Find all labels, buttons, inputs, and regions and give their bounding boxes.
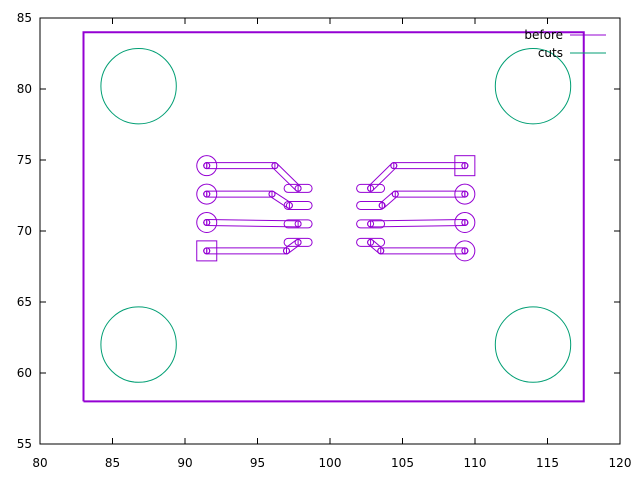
trace — [377, 247, 469, 255]
series-before — [82, 31, 585, 403]
y-tick-label: 65 — [17, 295, 32, 309]
round-pad — [454, 211, 476, 233]
legend-label-before: before — [524, 28, 563, 42]
y-tick-label: 60 — [17, 366, 32, 380]
trace — [391, 190, 469, 198]
round-pad — [196, 211, 218, 233]
smd-pad — [356, 219, 386, 229]
y-tick-label: 80 — [17, 82, 32, 96]
round-pad — [196, 183, 218, 205]
round-pad — [454, 240, 476, 262]
square-pad — [454, 155, 476, 177]
y-tick-label: 75 — [17, 153, 32, 167]
y-tick-label: 85 — [17, 11, 32, 25]
smd-pad — [356, 200, 386, 210]
legend: before cuts — [524, 28, 606, 60]
x-tick-label: 105 — [391, 456, 414, 470]
mounting-hole — [494, 47, 572, 125]
x-tick-label: 95 — [250, 456, 265, 470]
x-tick-label: 100 — [319, 456, 342, 470]
series-cuts — [100, 47, 572, 383]
y-tick-label: 55 — [17, 437, 32, 451]
trace — [367, 162, 398, 192]
x-tick-label: 90 — [177, 456, 192, 470]
round-pad — [454, 183, 476, 205]
trace — [271, 162, 302, 192]
mounting-hole — [100, 47, 177, 125]
x-tick-label: 110 — [464, 456, 487, 470]
y-tick-label: 70 — [17, 224, 32, 238]
trace — [203, 190, 276, 198]
trace — [268, 190, 293, 209]
axis-tick-labels: 80 85 90 95 100 105 110 115 120 55 60 65 70 75 80 85 — [17, 11, 632, 470]
trace — [203, 162, 279, 170]
legend-label-cuts: cuts — [538, 46, 563, 60]
mounting-hole — [494, 306, 572, 383]
trace — [203, 218, 302, 228]
square-pad — [196, 240, 218, 262]
x-tick-label: 85 — [105, 456, 120, 470]
board-outline — [82, 31, 585, 403]
smd-pad — [283, 219, 313, 229]
mounting-hole — [100, 306, 177, 383]
x-tick-label: 120 — [609, 456, 632, 470]
x-tick-label: 115 — [536, 456, 559, 470]
trace — [367, 218, 469, 228]
x-tick-label: 80 — [32, 456, 47, 470]
axis-ticks — [39, 17, 621, 445]
round-pad — [196, 155, 218, 177]
trace — [390, 162, 469, 170]
